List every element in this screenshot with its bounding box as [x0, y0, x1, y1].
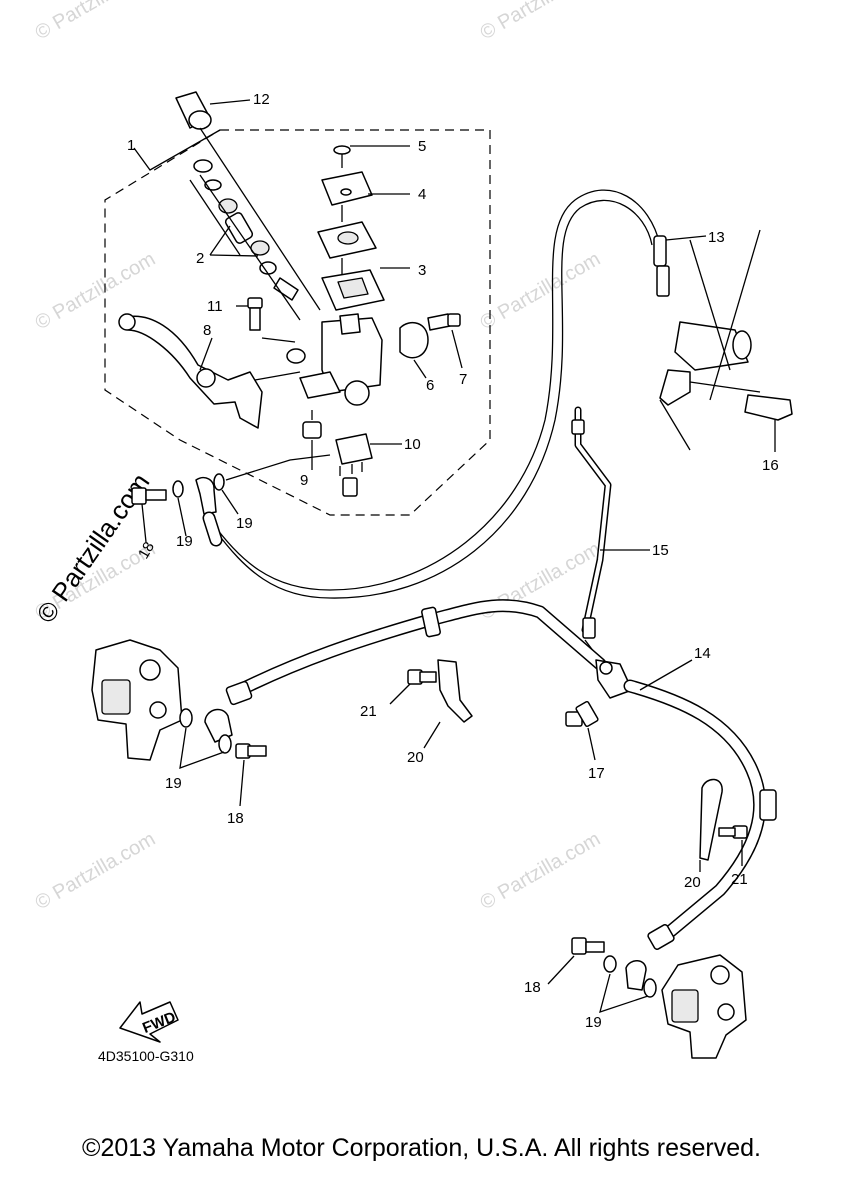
callout-3: 3 [418, 262, 426, 279]
watermark: © Partzilla.com [32, 828, 160, 914]
callout-21b: 21 [731, 871, 748, 888]
master-cylinder-body [254, 313, 429, 406]
watermark: © Partzilla.com [477, 828, 605, 914]
callout-2: 2 [196, 250, 204, 267]
leader-lines [133, 99, 776, 1013]
bolt-part [427, 313, 461, 331]
callout-7: 7 [459, 371, 467, 388]
callout-4: 4 [418, 186, 426, 203]
callout-20a: 20 [407, 749, 424, 766]
callout-21a: 21 [360, 703, 377, 720]
callout-8: 8 [203, 322, 211, 339]
copyright-notice: ©2013 Yamaha Motor Corporation, U.S.A. A… [82, 1134, 761, 1162]
clip-bracket-16 [744, 394, 793, 421]
watermark: © Partzilla.com [477, 0, 605, 44]
assembly-boundary [104, 129, 491, 516]
hose-route-line [214, 199, 653, 599]
callout-5: 5 [418, 138, 426, 155]
bolt-17-part [565, 700, 599, 728]
callout-13: 13 [708, 229, 725, 246]
callout-20b: 20 [684, 874, 701, 891]
callout-19a: 19 [176, 533, 193, 550]
callout-1: 1 [127, 137, 135, 154]
brake-lever-part [118, 313, 263, 429]
callout-10: 10 [404, 436, 421, 453]
watermark: © Partzilla.com [477, 248, 605, 334]
callout-18c: 18 [524, 979, 541, 996]
brake-switch-part [335, 433, 373, 497]
callout-labels: 12 1 2 5 4 3 11 8 6 7 9 10 13 16 15 14 1… [127, 91, 779, 1031]
brake-caliper-right [661, 954, 747, 1059]
hose-route-line [209, 189, 661, 591]
callout-19d: 19 [585, 1014, 602, 1031]
callout-19c: 19 [165, 775, 182, 792]
hose-clamp-20-center [407, 659, 473, 723]
callout-19b: 19 [236, 515, 253, 532]
brake-pipe-15 [571, 406, 612, 661]
callout-6: 6 [426, 377, 434, 394]
callout-17: 17 [588, 765, 605, 782]
piston-kit-part [189, 159, 301, 321]
callout-14: 14 [694, 645, 711, 662]
callout-9: 9 [300, 472, 308, 489]
banjo-bolt-right [571, 937, 657, 998]
brake-caliper-left [91, 639, 183, 761]
reservoir-cap-parts [317, 145, 385, 311]
callout-18a: 18 [135, 539, 158, 562]
hose-clamp-20-right [699, 778, 748, 861]
washers-left-caliper [179, 708, 267, 759]
diagram-code: 4D35100-G310 [98, 1048, 194, 1064]
callout-12: 12 [253, 91, 270, 108]
brake-hose-upper [202, 511, 223, 547]
callout-16: 16 [762, 457, 779, 474]
watermark: © Partzilla.com [32, 0, 160, 44]
callout-18b: 18 [227, 810, 244, 827]
callout-15: 15 [652, 542, 669, 559]
callout-11: 11 [207, 298, 223, 315]
nut-part [302, 410, 322, 439]
grip-cap-part [175, 91, 321, 311]
forward-arrow-icon: FWD [119, 1001, 179, 1043]
hose-connector-13 [653, 229, 761, 451]
brake-joint-part [595, 659, 633, 699]
pivot-bolt-part [247, 297, 263, 331]
brake-hose-left [204, 599, 607, 743]
